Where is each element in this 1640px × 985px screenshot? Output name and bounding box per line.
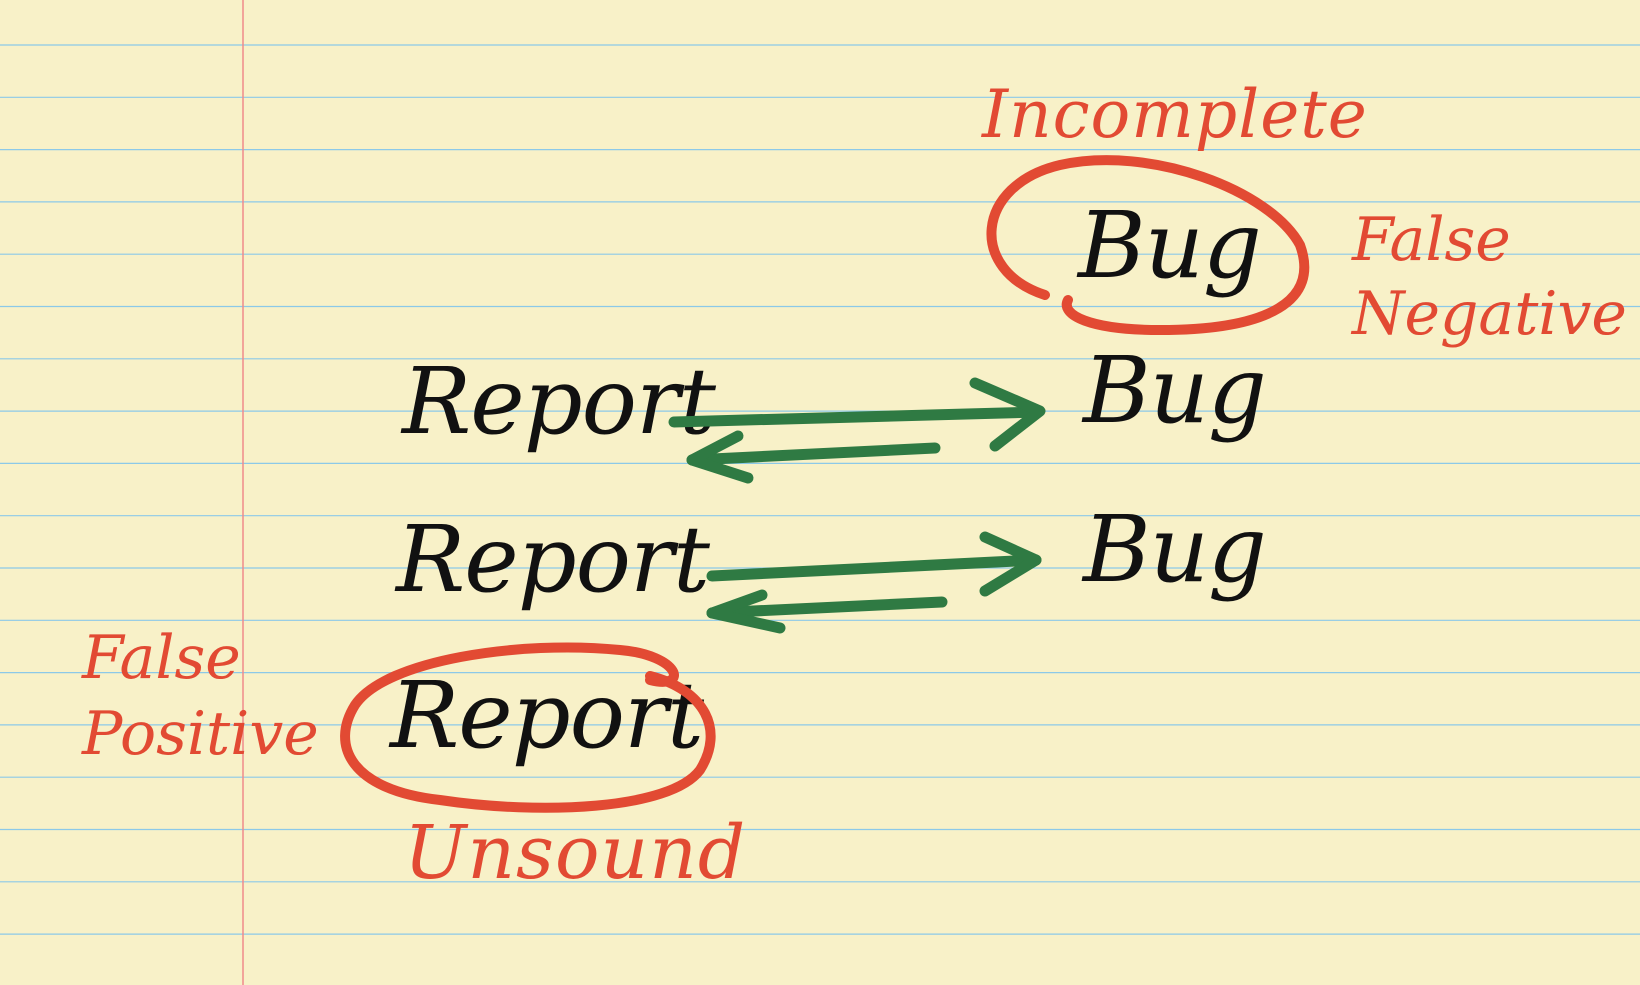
- bug-label-top: Bug: [1078, 192, 1262, 299]
- unsound-label: Unsound: [404, 810, 747, 896]
- false-negative-line-2: Negative: [1352, 279, 1627, 349]
- false-negative-line-1: False: [1352, 205, 1511, 275]
- false-positive-line-1: False: [82, 623, 241, 693]
- false-positive-line-2: Positive: [82, 699, 319, 769]
- incomplete-label: Incomplete: [982, 76, 1368, 153]
- bug-label-bottom: Bug: [1083, 496, 1267, 603]
- report-label-1: Report: [402, 348, 716, 455]
- report-label-3: Report: [390, 662, 704, 769]
- bug-label-middle: Bug: [1083, 337, 1267, 444]
- report-label-2: Report: [396, 506, 710, 613]
- false-positive-label: False Positive: [82, 628, 319, 764]
- false-negative-label: False Negative: [1352, 210, 1627, 344]
